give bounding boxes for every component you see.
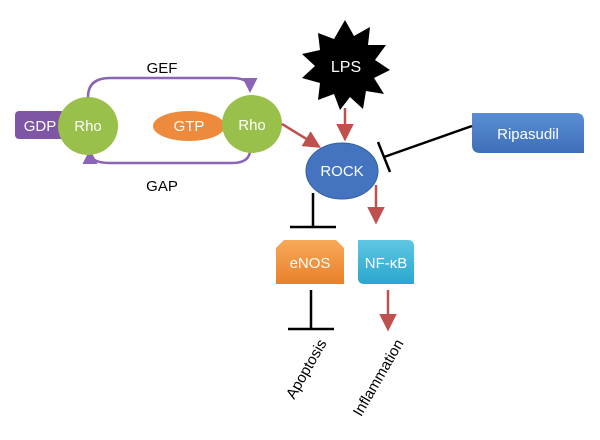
nfkb-label: NF-κB: [365, 255, 408, 272]
inflammation-label: Inflammation: [350, 337, 408, 420]
enos-node: eNOS: [276, 240, 344, 284]
ripasudil-inhibits-rock: [376, 124, 473, 173]
gef-label: GEF: [147, 60, 178, 77]
enos-inhibits-apoptosis: [288, 290, 334, 331]
rho-left-node: Rho: [58, 97, 118, 155]
rho-to-rock-arrow: [281, 122, 321, 148]
rho-right-node: Rho: [222, 95, 282, 153]
gdp-node: GDP: [15, 111, 65, 139]
apoptosis-label: Apoptosis: [283, 337, 331, 403]
rock-label: ROCK: [320, 163, 363, 180]
gap-cycle-arrow: [82, 149, 252, 165]
gdp-label: GDP: [24, 118, 57, 135]
rock-node: ROCK: [305, 142, 379, 200]
ripasudil-node: Ripasudil: [472, 113, 584, 153]
gtp-node: GTP: [153, 111, 225, 141]
enos-label: eNOS: [290, 255, 331, 272]
gef-cycle-arrow: [86, 76, 258, 98]
lps-label: LPS: [331, 59, 361, 76]
rho-right-label: Rho: [238, 117, 266, 134]
ripasudil-label: Ripasudil: [497, 126, 559, 143]
rock-inhibits-enos: [290, 193, 336, 229]
gap-label: GAP: [146, 178, 178, 195]
nfkb-node: NF-κB: [358, 240, 414, 284]
lps-node: LPS: [302, 20, 390, 110]
rho-left-label: Rho: [74, 118, 102, 135]
gtp-label: GTP: [174, 118, 205, 135]
